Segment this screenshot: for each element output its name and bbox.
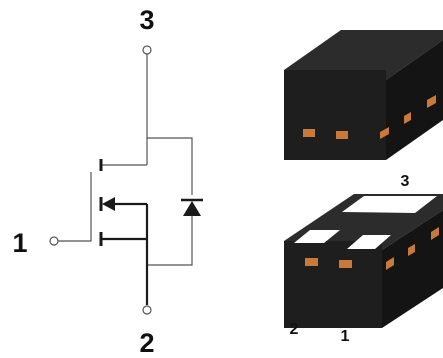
- package-side-face: [386, 40, 443, 160]
- package-source-pin-number: 2: [290, 321, 299, 338]
- package-pad: [303, 129, 315, 137]
- thermal-pad-drain: [342, 196, 437, 213]
- package-drain-pin-number: 3: [401, 173, 410, 190]
- package-side-pad: [431, 227, 439, 240]
- package-pad: [336, 131, 348, 139]
- diode-top-wire: [147, 137, 193, 195]
- package-side-pad: [386, 257, 394, 270]
- diode-bottom-wire: [147, 216, 193, 266]
- gate-pin-number: 1: [12, 228, 27, 258]
- source-terminal: [142, 305, 152, 315]
- drain-pin-number: 3: [139, 5, 154, 35]
- package-top-face: [284, 30, 443, 80]
- source-pin-number: 2: [139, 328, 154, 358]
- gate-terminal: [49, 236, 59, 246]
- drain-terminal: [142, 45, 152, 55]
- package-top-view: [284, 30, 443, 160]
- body-diode: [181, 198, 203, 216]
- package-side-pad: [380, 127, 389, 139]
- package-bottom-side-face: [382, 210, 443, 328]
- package-pad: [339, 260, 352, 268]
- thermal-pad-gate: [294, 230, 340, 243]
- package-bottom-front-face: [284, 241, 382, 328]
- package-front-face: [284, 70, 386, 160]
- package-bottom-view: 3 2 1: [284, 173, 443, 345]
- body-arrow-icon: [102, 197, 115, 211]
- package-gate-pin-number: 1: [341, 328, 350, 345]
- gate-wire: [58, 172, 92, 242]
- package-side-pad: [427, 95, 436, 108]
- thermal-pad-source: [347, 235, 391, 249]
- package-side-pad: [408, 244, 415, 256]
- mosfet-schematic-symbol: 3 1 2: [12, 5, 203, 358]
- package-side-pad: [404, 112, 411, 124]
- package-pad: [305, 258, 318, 266]
